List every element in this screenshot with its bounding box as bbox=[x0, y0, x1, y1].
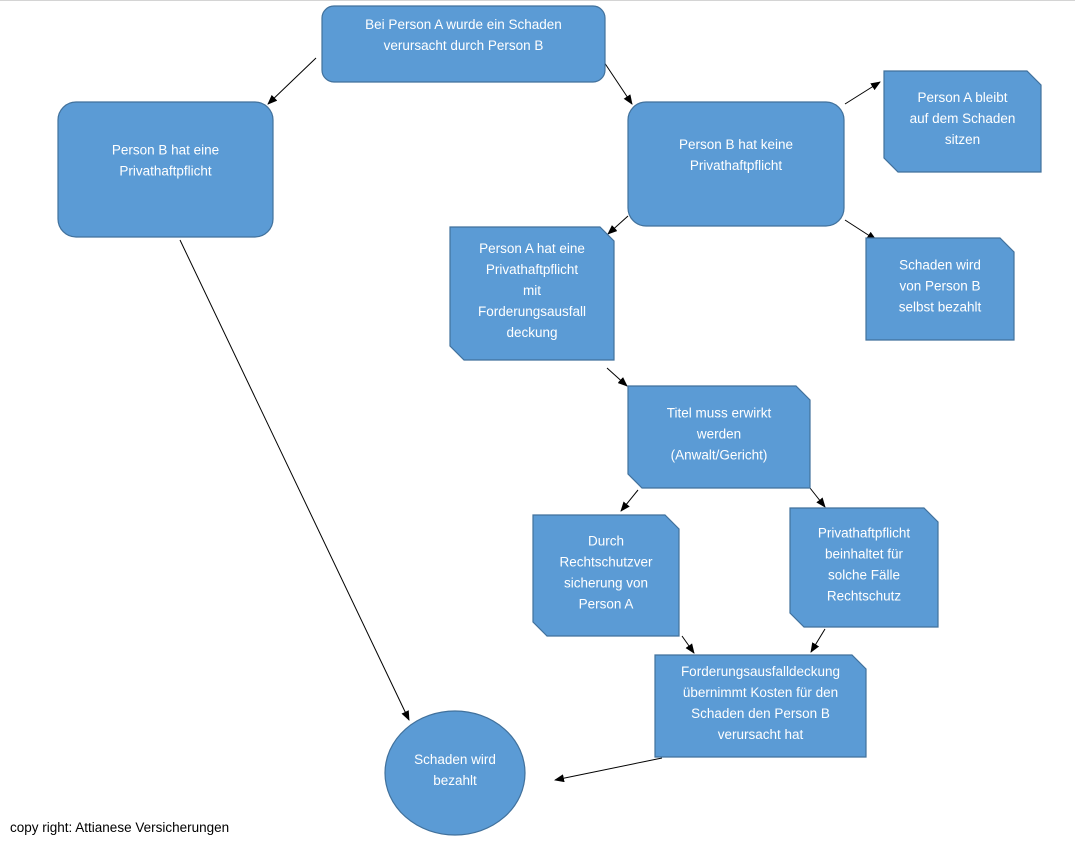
node-shape bbox=[789, 507, 939, 628]
node-label-line: Forderungsausfalldeckung bbox=[681, 664, 840, 679]
node-label-line: Bei Person A wurde ein Schaden bbox=[365, 17, 562, 32]
node-shape bbox=[532, 514, 680, 637]
arrow-n7-to-n8 bbox=[620, 489, 639, 512]
node-label-line: sitzen bbox=[945, 132, 980, 147]
node-shape bbox=[627, 385, 811, 489]
node-label-line: Schaden den Person B bbox=[691, 706, 830, 721]
arrow-n6-to-n7 bbox=[606, 367, 628, 387]
node-label-line: Privathaftpflicht bbox=[690, 158, 783, 173]
node-label-line: bezahlt bbox=[433, 773, 477, 788]
arrow-n1-to-n2 bbox=[267, 57, 317, 105]
flow-node-n10: Forderungsausfalldeckung übernimmt Kosten… bbox=[654, 654, 867, 758]
flow-node-n4: Person A bleibt auf dem Schaden sitzen bbox=[883, 70, 1042, 173]
node-shape bbox=[654, 654, 867, 758]
node-label-line: Person B hat keine bbox=[679, 137, 793, 152]
node-label-line: Privathaftpflicht bbox=[486, 262, 579, 277]
arrow-n10-to-n11 bbox=[554, 757, 663, 783]
top-border-line bbox=[0, 0, 1075, 1]
node-label-line: solche Fälle bbox=[828, 568, 900, 583]
node-shape bbox=[449, 226, 615, 361]
node-label-line: Rechtschutzver bbox=[559, 555, 653, 570]
arrow-n3-to-n6 bbox=[607, 215, 629, 235]
node-label-line: mit bbox=[523, 283, 541, 298]
node-label-line: Privathaftpflicht bbox=[818, 526, 911, 541]
flow-node-n5: Schaden wird von Person B selbst bezahlt bbox=[865, 237, 1015, 341]
flow-node-n1: Bei Person A wurde ein Schaden verursacht… bbox=[321, 5, 606, 83]
node-label-line: Person A bbox=[579, 597, 634, 612]
node-label-line: Rechtschutz bbox=[827, 589, 902, 604]
flow-node-n7: Titel muss erwirkt werden (Anwalt/Gericht) bbox=[627, 385, 811, 489]
node-label-line: sicherung von bbox=[564, 576, 648, 591]
node-label-line: werden bbox=[696, 427, 741, 442]
arrow-n2-to-n11 bbox=[179, 239, 410, 721]
node-label-line: auf dem Schaden bbox=[910, 111, 1016, 126]
copyright-text: copy right: Attianese Versicherungen bbox=[10, 820, 230, 835]
node-label-line: verursacht durch Person B bbox=[384, 38, 544, 53]
node-label-line: selbst bezahlt bbox=[899, 300, 982, 315]
node-label-line: beinhaltet für bbox=[825, 547, 904, 562]
arrow-n1-to-n3 bbox=[603, 61, 633, 105]
arrow-n8-to-n10 bbox=[681, 635, 695, 654]
node-shape bbox=[883, 70, 1042, 173]
arrow-n3-to-n5 bbox=[844, 219, 877, 241]
node-label-line: Person B hat eine bbox=[112, 143, 219, 158]
node-shape bbox=[865, 237, 1015, 341]
node-shape bbox=[627, 101, 845, 227]
node-label-line: Privathaftpflicht bbox=[119, 164, 212, 179]
node-label-line: Schaden wird bbox=[414, 752, 496, 767]
node-label-line: Person A bleibt bbox=[917, 90, 1007, 105]
arrow-n9-to-n10 bbox=[810, 628, 826, 653]
node-shape bbox=[384, 710, 526, 836]
arrow-n7-to-n9 bbox=[809, 487, 826, 508]
node-label-line: Durch bbox=[588, 534, 624, 549]
node-shape bbox=[321, 5, 606, 83]
node-label-line: Person A hat eine bbox=[479, 241, 585, 256]
node-label-line: Titel muss erwirkt bbox=[667, 406, 772, 421]
flow-node-n11: Schaden wird bezahlt bbox=[384, 710, 526, 836]
arrow-n3-to-n4 bbox=[844, 81, 881, 105]
node-label-line: (Anwalt/Gericht) bbox=[671, 448, 768, 463]
flow-node-n9: Privathaftpflicht beinhaltet für solche Fä… bbox=[789, 507, 939, 628]
node-label-line: Schaden wird bbox=[899, 258, 981, 273]
node-label-line: übernimmt Kosten für den bbox=[683, 685, 838, 700]
node-label-line: verursacht hat bbox=[718, 727, 804, 742]
node-label-line: von Person B bbox=[899, 279, 980, 294]
node-label-line: Forderungsausfall bbox=[478, 304, 586, 319]
node-shape bbox=[57, 101, 274, 238]
node-label-line: deckung bbox=[506, 325, 557, 340]
